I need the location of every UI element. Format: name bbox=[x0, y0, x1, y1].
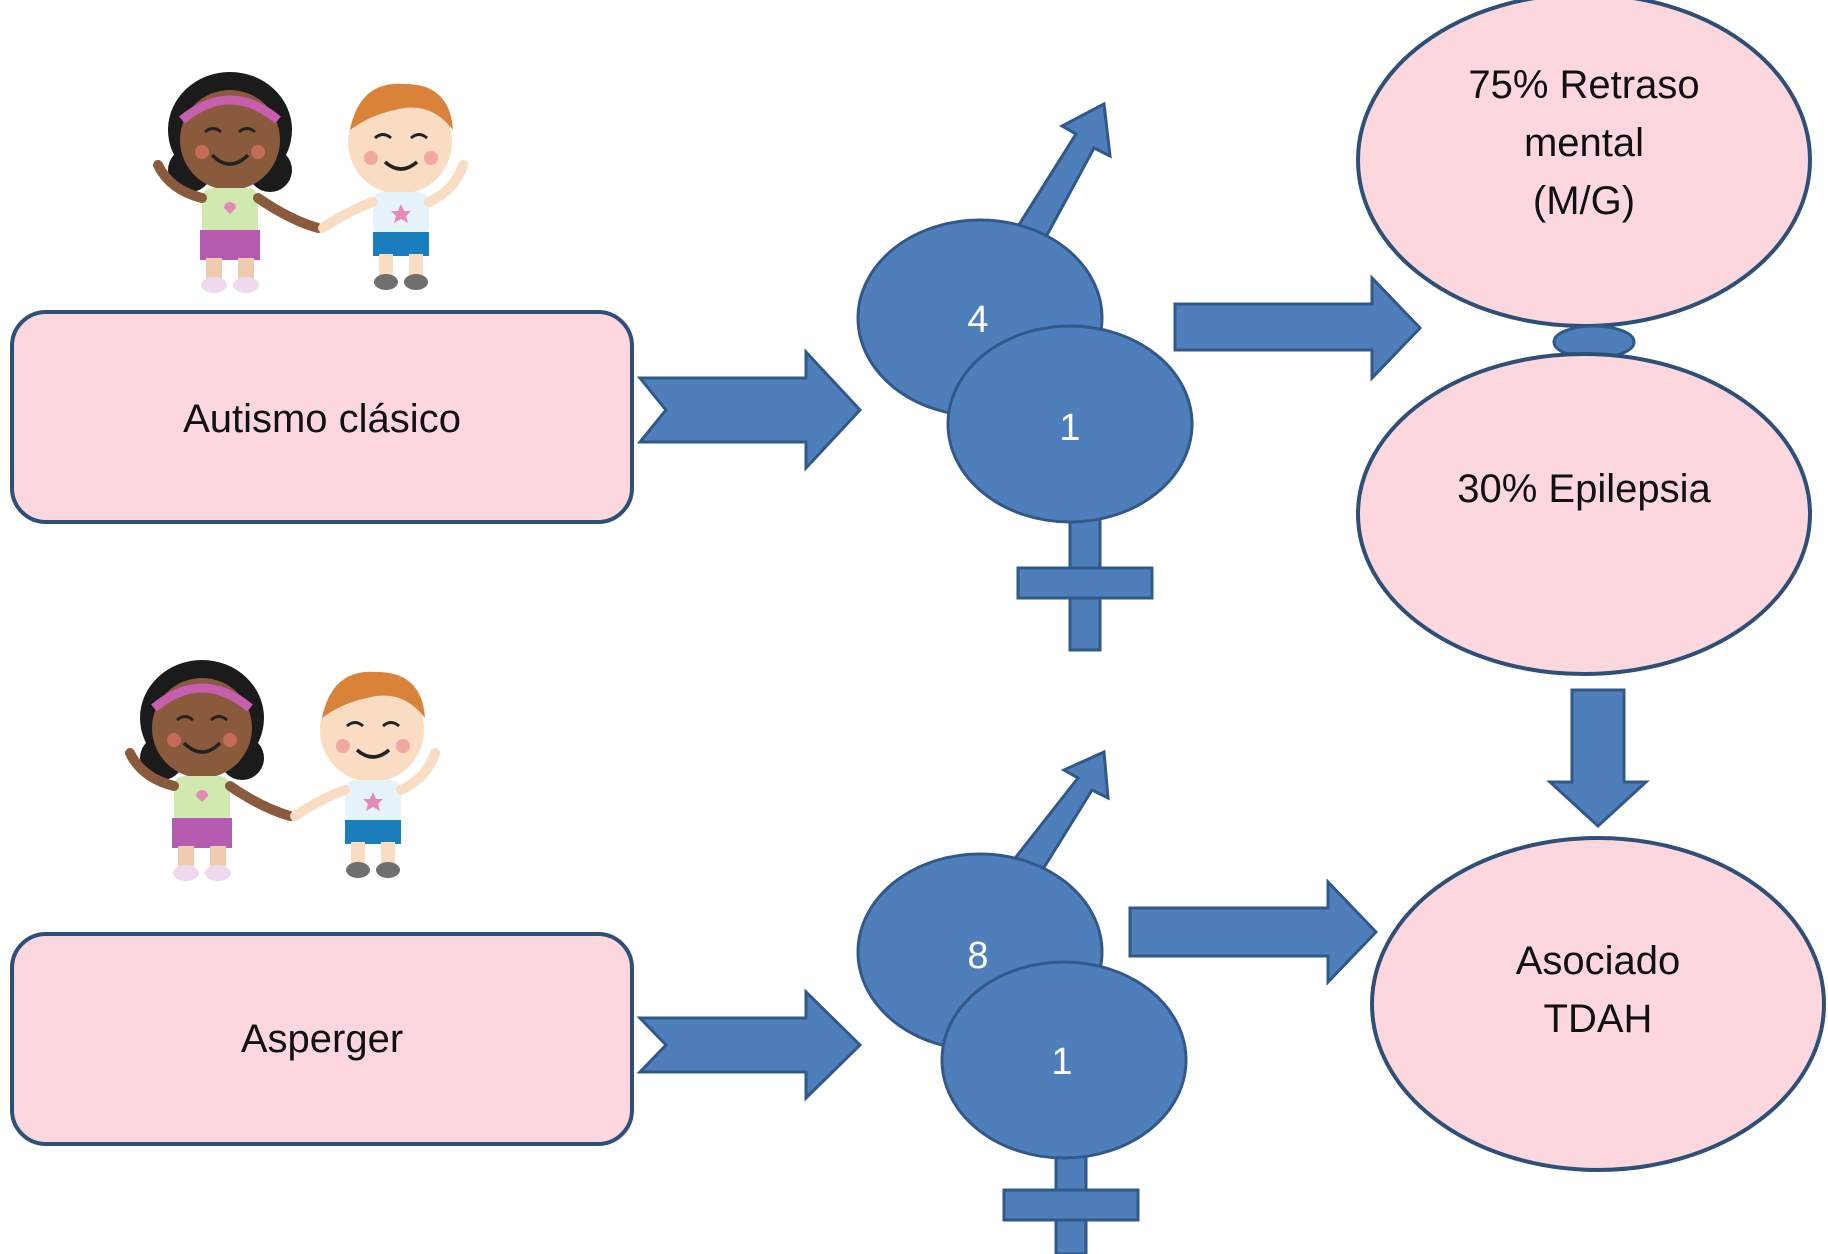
outcome-retraso-line2: mental bbox=[1524, 121, 1644, 165]
arrow-down-to-tdah bbox=[1546, 688, 1650, 829]
diagnosis-box-autismo bbox=[10, 310, 634, 524]
arrow-to-outcomes-row1 bbox=[1173, 274, 1423, 382]
outcome-retraso-line1: 75% Retraso bbox=[1468, 63, 1699, 107]
children-icon bbox=[153, 72, 468, 293]
outcome-oval-tdah bbox=[1370, 836, 1826, 1172]
children-icon bbox=[125, 660, 440, 881]
male-ratio-row2: 8 bbox=[967, 935, 988, 977]
arrow-to-tdah-row2 bbox=[1128, 878, 1379, 986]
diagnosis-label-asperger: Asperger bbox=[241, 1017, 403, 1061]
girl-figure bbox=[125, 660, 295, 881]
female-ratio-row1: 1 bbox=[1059, 407, 1080, 449]
girl-figure bbox=[153, 72, 323, 293]
outcome-tdah-line1: Asociado bbox=[1516, 939, 1681, 983]
male-ratio-row1: 4 bbox=[967, 299, 988, 341]
boy-figure bbox=[318, 83, 468, 290]
female-symbol-icon bbox=[946, 324, 1194, 652]
outcome-tdah-line2: TDAH bbox=[1544, 997, 1653, 1041]
outcome-epilepsia-line1: 30% Epilepsia bbox=[1457, 467, 1711, 511]
arrow-to-ratio-row1 bbox=[636, 348, 863, 472]
diagnosis-label-autismo: Autismo clásico bbox=[183, 397, 461, 441]
female-ratio-row2: 1 bbox=[1051, 1041, 1072, 1083]
diagnosis-box-asperger bbox=[10, 932, 634, 1146]
arrow-to-ratio-row2 bbox=[636, 988, 863, 1102]
outcome-retraso-line3: (M/G) bbox=[1533, 179, 1635, 223]
boy-figure bbox=[290, 671, 440, 878]
female-symbol-icon bbox=[940, 960, 1188, 1254]
outcome-oval-epilepsia bbox=[1356, 352, 1812, 676]
